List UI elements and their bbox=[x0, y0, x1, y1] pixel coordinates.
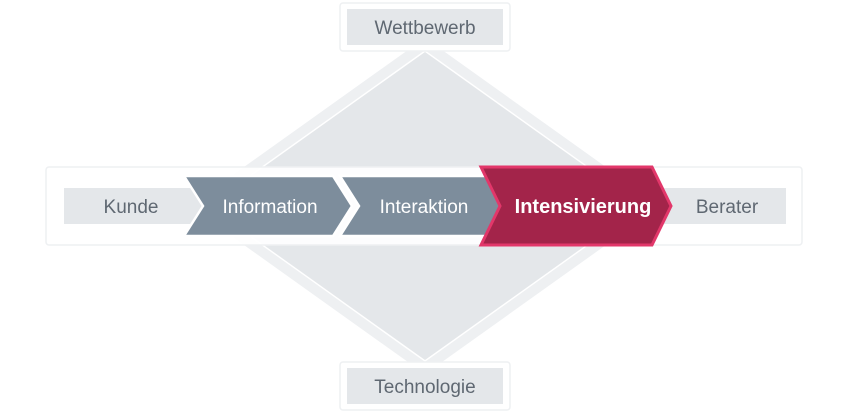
step-chevron-information bbox=[181, 174, 354, 238]
left-label: Kunde bbox=[104, 197, 159, 218]
bottom-label: Technologie bbox=[374, 377, 475, 398]
step-chevron-intensivierung bbox=[478, 165, 673, 247]
step-label-information: Information bbox=[222, 197, 317, 218]
top-box bbox=[347, 9, 503, 45]
step-label-interaktion: Interaktion bbox=[380, 197, 469, 218]
top-label: Wettbewerb bbox=[374, 18, 475, 39]
step-label-intensivierung: Intensivierung bbox=[515, 196, 652, 218]
bottom-box bbox=[347, 368, 503, 404]
left-box bbox=[64, 188, 204, 224]
right-label: Berater bbox=[696, 197, 759, 218]
